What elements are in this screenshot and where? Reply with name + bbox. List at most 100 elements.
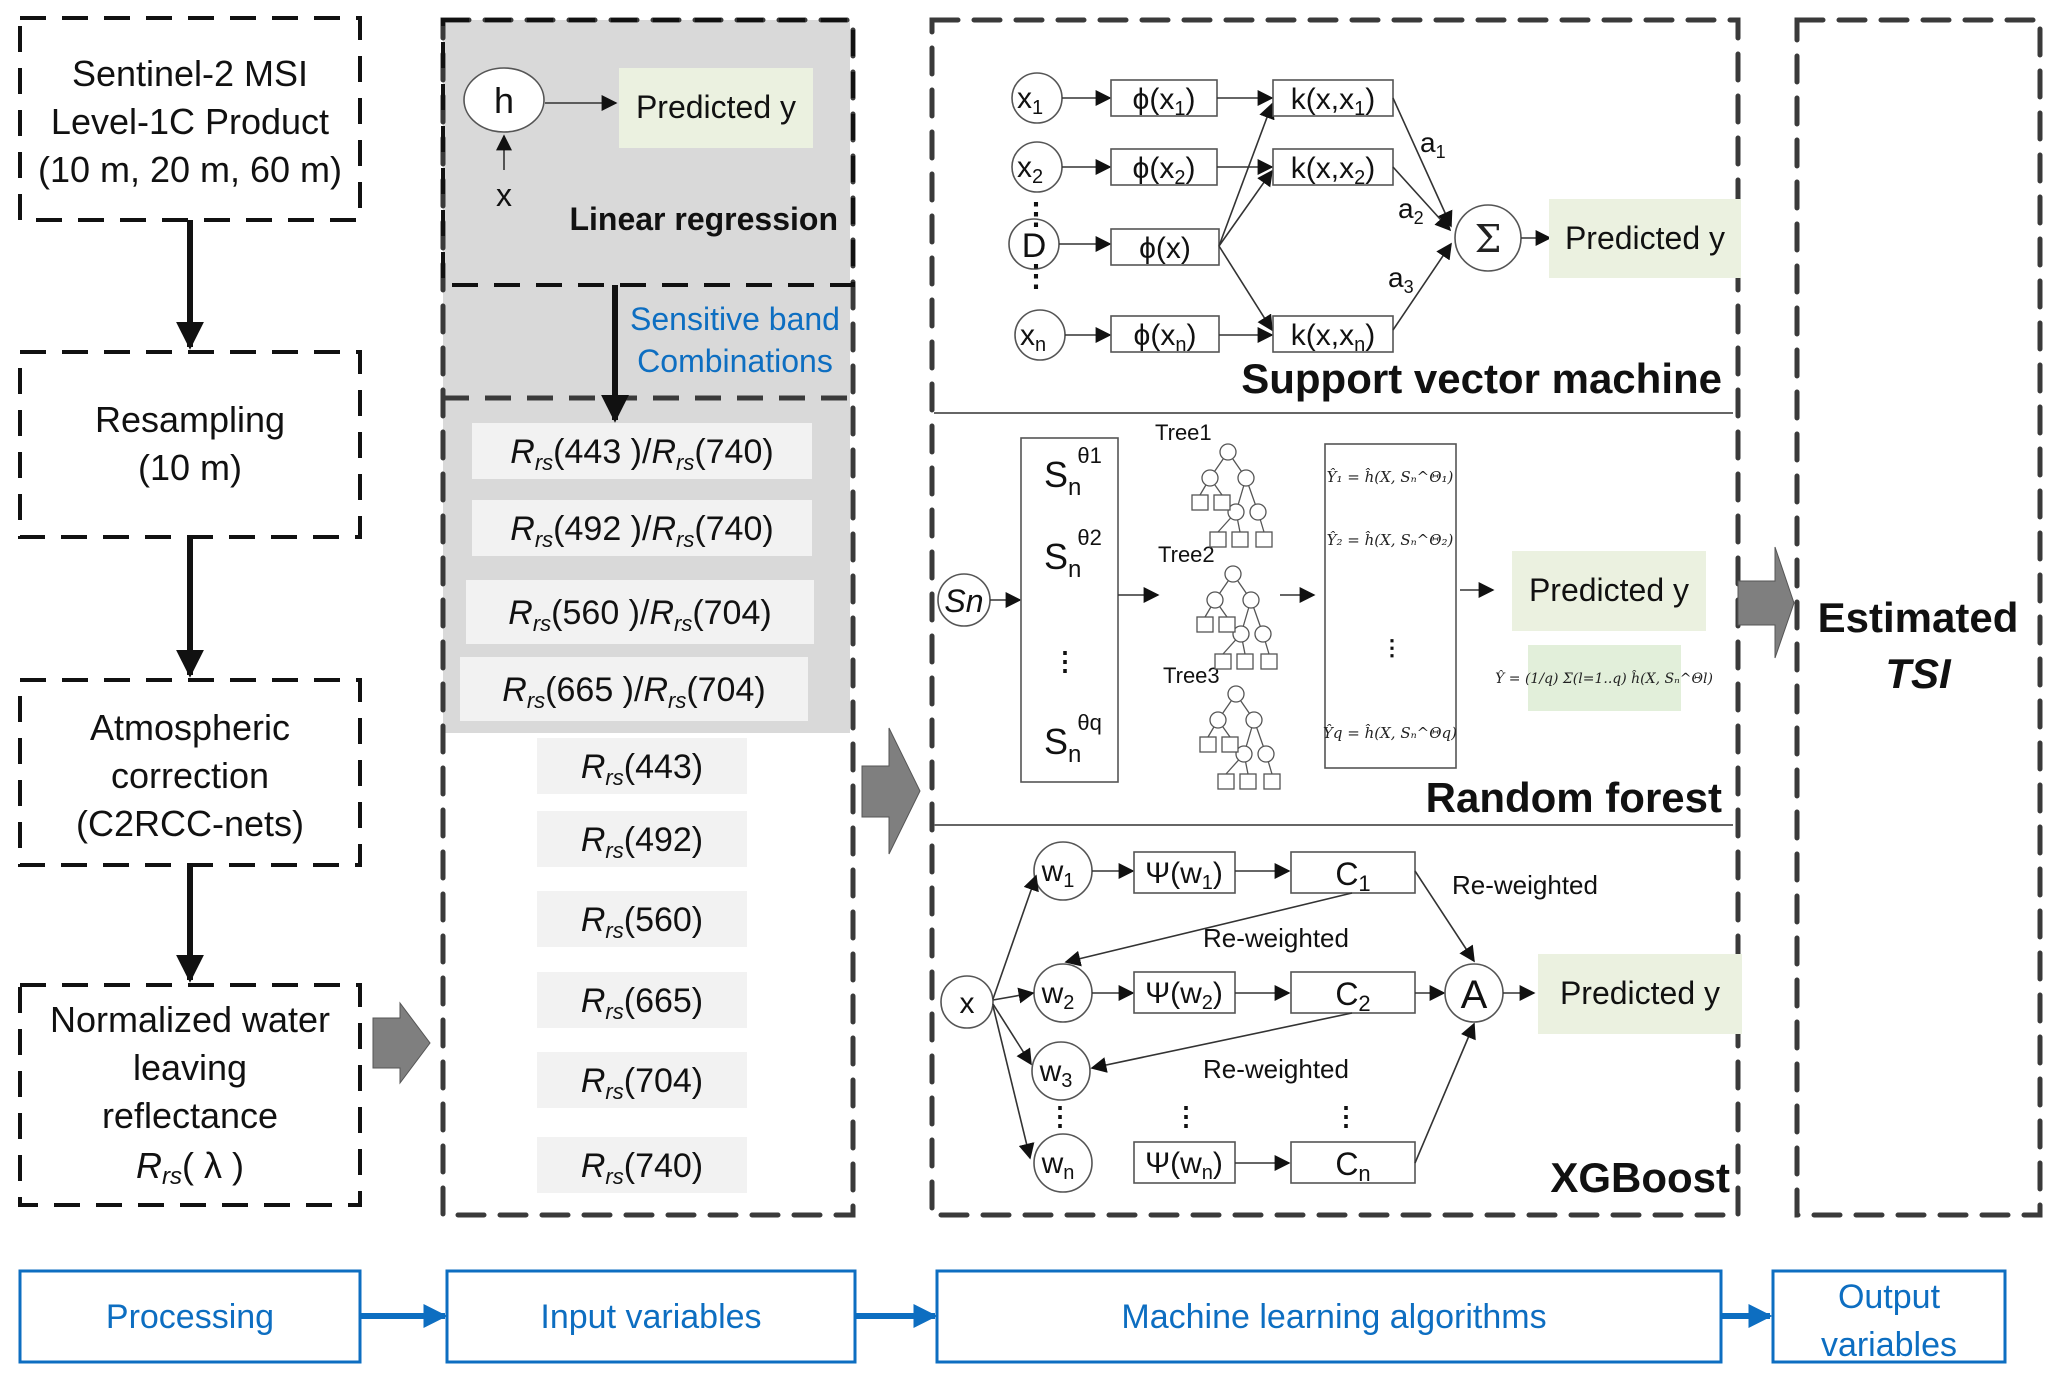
output-column-frame — [1794, 17, 2043, 1218]
single-band-label: Rrs(665) — [581, 982, 703, 1024]
xgb-arrow-c1-a — [1414, 870, 1475, 963]
xgb-psi-n — [1133, 1141, 1236, 1184]
band-ratio-chip — [466, 580, 814, 644]
stage-rail: Processing Input variables Machine learn… — [18, 1269, 2007, 1364]
single-band-chip — [537, 1052, 747, 1108]
xgb-reweight-arrow-1 — [1064, 892, 1353, 967]
big-arrow-to-output — [1737, 546, 1795, 659]
step-4-line-3: reflectance — [102, 1095, 278, 1136]
svm-title: Support vector machine — [1241, 355, 1722, 402]
xgb-w-node-3-label: w3 — [1039, 1055, 1073, 1092]
step-box-resampling — [18, 350, 362, 539]
band-ratio-chip — [472, 423, 812, 479]
stage-ml-algorithms — [935, 1269, 1723, 1364]
svm-weight-a3: a3 — [1388, 262, 1414, 297]
xgb-w-node-n — [1033, 1133, 1093, 1193]
lr-title: Linear regression — [569, 201, 838, 237]
step-2-line-2: (10 m) — [138, 447, 242, 488]
xgb-arrow-x-w2 — [992, 987, 1035, 1004]
single-band-chip — [537, 738, 747, 794]
stage-input-variables-label: Input variables — [540, 1298, 761, 1336]
xgb-c-n — [1290, 1141, 1416, 1184]
xgb-w-node-1-label: w1 — [1041, 855, 1075, 892]
svm-predicted-label: Predicted y — [1565, 220, 1725, 256]
step-3-line-3: (C2RCC-nets) — [76, 803, 304, 844]
step-1-line-1: Sentinel-2 MSI — [72, 53, 308, 94]
rf-tree-1-label: Tree1 — [1155, 420, 1212, 445]
xgb-reweight-label-2: Re-weighted — [1203, 1054, 1349, 1084]
rf-subset-q: Snθq — [1044, 710, 1102, 768]
svm-kernel-1-label: k(x,x1) — [1291, 83, 1375, 120]
processing-column: Sentinel-2 MSI Level-1C Product (10 m, 2… — [18, 16, 362, 1207]
step-4-line-2: leaving — [133, 1047, 247, 1088]
svm-weight-a2: a2 — [1398, 193, 1424, 228]
rf-prediction-1: Ŷ₁ = ĥ(X, Sₙ^Θ₁) — [1327, 468, 1454, 486]
xgb-c-2-label: C2 — [1335, 976, 1370, 1016]
svm-arrow-k2-sum — [1392, 166, 1452, 232]
xgb-w-ellipsis: ⋮ — [1047, 1101, 1073, 1131]
lr-predicted-box — [619, 68, 813, 148]
stage-ml-algorithms-label: Machine learning algorithms — [1121, 1298, 1546, 1336]
xgb-arrow-x-w3 — [992, 1003, 1032, 1066]
step-2-line-1: Resampling — [95, 399, 285, 440]
xgb-aggregate-label: A — [1461, 973, 1488, 1017]
xgb-psi-1 — [1133, 851, 1236, 894]
rf-predicted-label: Predicted y — [1529, 572, 1689, 608]
xgb-c-2 — [1290, 971, 1416, 1014]
single-band-label: Rrs(443) — [581, 748, 703, 790]
xgb-reweight-label-3: Re-weighted — [1452, 870, 1598, 900]
output-column: Estimated TSI — [1794, 17, 2043, 1218]
rf-subsets-box — [1020, 437, 1119, 783]
rf-tree-2-label: Tree2 — [1158, 542, 1215, 567]
input-column: h x Predicted y Linear regression Sensit… — [440, 17, 856, 1218]
single-band-label: Rrs(740) — [581, 1147, 703, 1189]
band-ratio-label: Rrs(560 )/Rrs(704) — [508, 594, 771, 636]
output-tsi: TSI — [1885, 650, 1952, 697]
xgb-input-node-x — [940, 975, 994, 1029]
svm-arrow-phi-kn — [1218, 245, 1273, 332]
xgb-w-node-n-label: wn — [1041, 1147, 1075, 1184]
xgb-arrow-x-w1 — [992, 874, 1039, 1000]
lr-input-x: x — [496, 177, 512, 213]
tree-icon — [1196, 565, 1278, 670]
rrs-arg: ( λ ) — [182, 1145, 244, 1186]
svm-kernel-n — [1272, 315, 1394, 353]
xgb-reweight-label-1: Re-weighted — [1203, 923, 1349, 953]
svm-phi-2-label: ϕ(x2) — [1133, 152, 1196, 189]
xgb-arrow-cn-a — [1414, 1022, 1476, 1164]
svm-x-node-1-label: x1 — [1017, 82, 1043, 119]
single-band-chip — [537, 891, 747, 947]
output-estimated: Estimated — [1818, 594, 2019, 641]
rf-formula: Ŷ = (1/q) Σ(l=1..q) ĥ(X, Sₙ^Θl) — [1495, 669, 1713, 687]
rf-panel: Sn Snθ1 Snθ2 ⋮ Snθq Tree1 Tree2 Tree3 Ŷ₁… — [937, 420, 1722, 821]
band-ratio-chip — [460, 657, 808, 721]
xgb-arrow-x-wn — [992, 1005, 1035, 1160]
rf-tree-glyphs — [1191, 443, 1281, 790]
band-ratio-label: Rrs(443 )/Rrs(740) — [510, 433, 773, 475]
tree-icon — [1199, 685, 1281, 790]
svm-phi-n — [1110, 315, 1220, 353]
band-ratio-label: Rrs(492 )/Rrs(740) — [510, 510, 773, 552]
xgb-w-node-2-label: w2 — [1041, 977, 1075, 1014]
step-3-line-2: correction — [111, 755, 269, 796]
sensitive-band-label-2: Combinations — [637, 343, 833, 379]
svm-input-node-d-label: D — [1022, 227, 1047, 265]
svm-predicted-box — [1549, 199, 1741, 278]
ml-column: D x1 x2 xn ⋮ ⋮ ϕ(x1) ϕ(x2) ϕ(x) ϕ(xn) — [929, 17, 1742, 1218]
single-band-label: Rrs(560) — [581, 901, 703, 943]
svm-arrow-phi-k2 — [1218, 169, 1273, 247]
band-ratio-chip — [472, 500, 812, 556]
stage-output-variables — [1771, 1269, 2007, 1364]
single-band-chip — [537, 811, 747, 867]
rf-formula-box — [1528, 645, 1681, 711]
tree-icon — [1191, 443, 1273, 548]
xgb-c-n-label: Cn — [1335, 1146, 1370, 1186]
svm-x-node-n-label: xn — [1020, 319, 1046, 356]
sensitive-band-label-1: Sensitive band — [630, 301, 840, 337]
step-3-line-1: Atmospheric — [90, 707, 290, 748]
svm-sum-label: Σ — [1475, 217, 1502, 261]
xgb-predicted-box — [1538, 954, 1742, 1034]
xgb-title: XGBoost — [1550, 1154, 1730, 1201]
svm-arrow-phi-k1 — [1218, 102, 1275, 247]
